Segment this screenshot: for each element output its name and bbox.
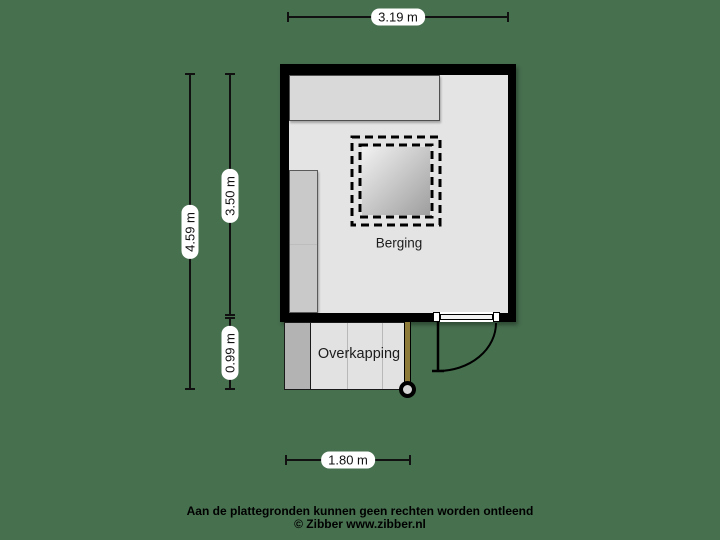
dimension-label-top-width: 3.19 m bbox=[371, 8, 425, 26]
door-jamb-left bbox=[433, 312, 440, 322]
footer-disclaimer: Aan de plattegronden kunnen geen rechten… bbox=[186, 504, 534, 518]
dimension-tick bbox=[287, 12, 289, 22]
dimension-tick bbox=[185, 73, 195, 75]
overkapping-deck-line bbox=[347, 323, 348, 389]
dimension-tick bbox=[225, 388, 235, 390]
dimension-tick bbox=[225, 314, 235, 316]
door-swing-arc bbox=[437, 322, 497, 372]
support-post bbox=[399, 381, 416, 398]
dimension-label-overkapping-height: 0.99 m bbox=[221, 326, 239, 380]
dimension-label-overkapping-width: 1.80 m bbox=[321, 451, 375, 469]
skylight-pane bbox=[362, 147, 430, 215]
dimension-tick bbox=[409, 455, 411, 465]
dimension-tick bbox=[185, 388, 195, 390]
overkapping-deck-line bbox=[382, 323, 383, 389]
door-jamb-right bbox=[493, 312, 500, 322]
dimension-tick bbox=[285, 455, 287, 465]
skylight-outer-dash bbox=[350, 135, 442, 227]
dimension-tick bbox=[225, 73, 235, 75]
door-threshold-panel bbox=[440, 314, 493, 320]
door-swing bbox=[432, 322, 497, 373]
fixture-shelf-divider bbox=[290, 244, 317, 245]
skylight-inner-dash bbox=[358, 143, 434, 219]
skylight bbox=[350, 135, 442, 227]
overkapping-wall-left bbox=[284, 322, 311, 390]
overkapping-support-beam bbox=[404, 322, 411, 390]
overkapping-room-label: Overkapping bbox=[317, 346, 401, 362]
fixture-shelf-left bbox=[289, 170, 318, 313]
berging-room-label: Berging bbox=[375, 235, 423, 251]
footer-credit: © Zibber www.zibber.nl bbox=[294, 517, 426, 531]
dimension-tick bbox=[225, 317, 235, 319]
dimension-label-berging-height: 3.50 m bbox=[221, 169, 239, 223]
dimension-label-total-height: 4.59 m bbox=[181, 205, 199, 259]
fixture-shelf-top bbox=[289, 75, 440, 121]
dimension-tick bbox=[507, 12, 509, 22]
